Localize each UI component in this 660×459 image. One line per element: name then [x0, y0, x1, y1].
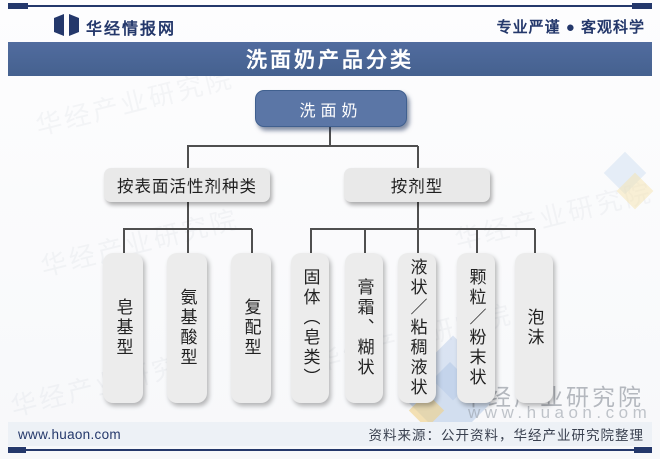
bottom-rule — [8, 449, 652, 451]
connector-l1-horizontal — [187, 145, 418, 147]
leaf-node-label: 液状／粘稠液状 — [407, 258, 427, 398]
connector-stub — [251, 229, 253, 253]
connector-stub — [123, 229, 125, 253]
leaf-node: 固体（皂类） — [291, 253, 329, 403]
branch-node-label: 按剂型 — [390, 178, 444, 196]
leaf-node: 氨基酸型 — [167, 253, 207, 403]
brand-logo-icon — [54, 14, 80, 36]
leaf-node: 皂基型 — [103, 253, 143, 403]
branch-node-label: 按表面活性剂种类 — [117, 178, 257, 196]
connector-stub — [187, 229, 189, 253]
watermark-site: www.huaon.com — [468, 403, 652, 422]
title-bar: 洗面奶产品分类 — [8, 42, 652, 76]
bottom-rule-right-cap — [634, 447, 652, 453]
leaf-node: 复配型 — [231, 253, 271, 403]
brand-name: 华经情报网 — [86, 21, 177, 38]
leaf-node: 泡沫 — [515, 253, 553, 403]
leaf-node: 液状／粘稠液状 — [398, 253, 436, 403]
top-rule-left-cap — [8, 3, 28, 9]
leaf-node: 膏霜、糊状 — [345, 253, 383, 403]
connector-l1-right-drop — [417, 146, 419, 168]
header-slogan: 专业严谨 ● 客观科学 — [496, 19, 645, 36]
footer-source-note: 资料来源：公开资料，华经产业研究院整理 — [368, 428, 644, 443]
connector-l2-left-down — [187, 202, 189, 228]
root-node-label: 洗面奶 — [299, 102, 363, 120]
footer-bar: www.huaon.com 资料来源：公开资料，华经产业研究院整理 — [8, 422, 652, 446]
leaf-node-label: 皂基型 — [113, 298, 133, 358]
leaf-node-label: 复配型 — [241, 298, 261, 358]
top-rule — [8, 5, 652, 7]
connector-stub — [364, 229, 366, 253]
footer-site-url: www.huaon.com — [18, 426, 121, 442]
connector-stub — [310, 229, 312, 253]
connector-l2-right-down — [417, 202, 419, 228]
leaf-node-label: 颗粒／粉末状 — [466, 268, 486, 388]
leaf-node-label: 固体（皂类） — [300, 268, 320, 388]
branch-node-dosage-form: 按剂型 — [344, 168, 490, 202]
connector-root-down — [329, 125, 331, 145]
leaf-node-label: 膏霜、糊状 — [354, 278, 374, 378]
connector-stub — [534, 229, 536, 253]
connector-l2-left-horizontal — [123, 228, 252, 230]
connector-l2-right-horizontal — [310, 228, 535, 230]
root-node: 洗面奶 — [255, 90, 407, 127]
top-rule-right-cap — [632, 3, 652, 9]
page-title: 洗面奶产品分类 — [246, 49, 414, 72]
bottom-rule-left-cap — [8, 447, 26, 453]
leaf-node: 颗粒／粉末状 — [457, 253, 495, 403]
connector-stub — [417, 229, 419, 253]
branch-node-surfactant: 按表面活性剂种类 — [104, 168, 270, 202]
leaf-node-label: 泡沫 — [524, 308, 544, 348]
connector-l1-left-drop — [187, 146, 189, 168]
leaf-node-label: 氨基酸型 — [177, 288, 197, 368]
connector-stub — [476, 229, 478, 253]
